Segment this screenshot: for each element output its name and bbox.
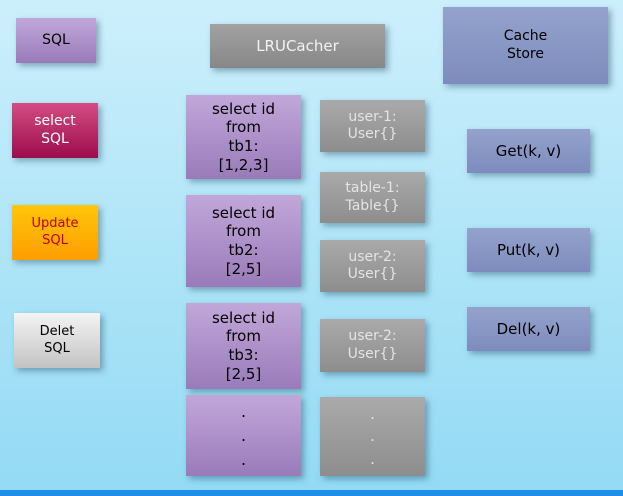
bottom-edge-bar bbox=[0, 490, 623, 496]
del-operation-box: Del(k, v) bbox=[467, 307, 590, 351]
query-ellipsis-box: . . . bbox=[186, 395, 301, 476]
query-tb2-box: select id from tb2: [2,5] bbox=[186, 195, 301, 287]
cache-store-box: Cache Store bbox=[443, 7, 608, 84]
update-sql-box: Update SQL bbox=[12, 205, 98, 260]
put-operation-box: Put(k, v) bbox=[467, 228, 590, 272]
delete-sql-box: Delet SQL bbox=[14, 313, 100, 368]
select-sql-box: select SQL bbox=[12, 103, 98, 158]
query-tb1-box: select id from tb1: [1,2,3] bbox=[186, 95, 301, 179]
cache-ellipsis-box: . . . bbox=[320, 397, 425, 476]
cache-entry-table1-box: table-1: Table{} bbox=[320, 172, 425, 223]
query-tb3-box: select id from tb3: [2,5] bbox=[186, 303, 301, 389]
cache-entry-user2-box: user-2: User{} bbox=[320, 240, 425, 292]
get-operation-box: Get(k, v) bbox=[467, 129, 590, 173]
lru-cacher-box: LRUCacher bbox=[210, 24, 385, 68]
cache-entry-user2b-box: user-2: User{} bbox=[320, 319, 425, 372]
cache-entry-user1-box: user-1: User{} bbox=[320, 100, 425, 152]
sql-box: SQL bbox=[16, 18, 96, 63]
